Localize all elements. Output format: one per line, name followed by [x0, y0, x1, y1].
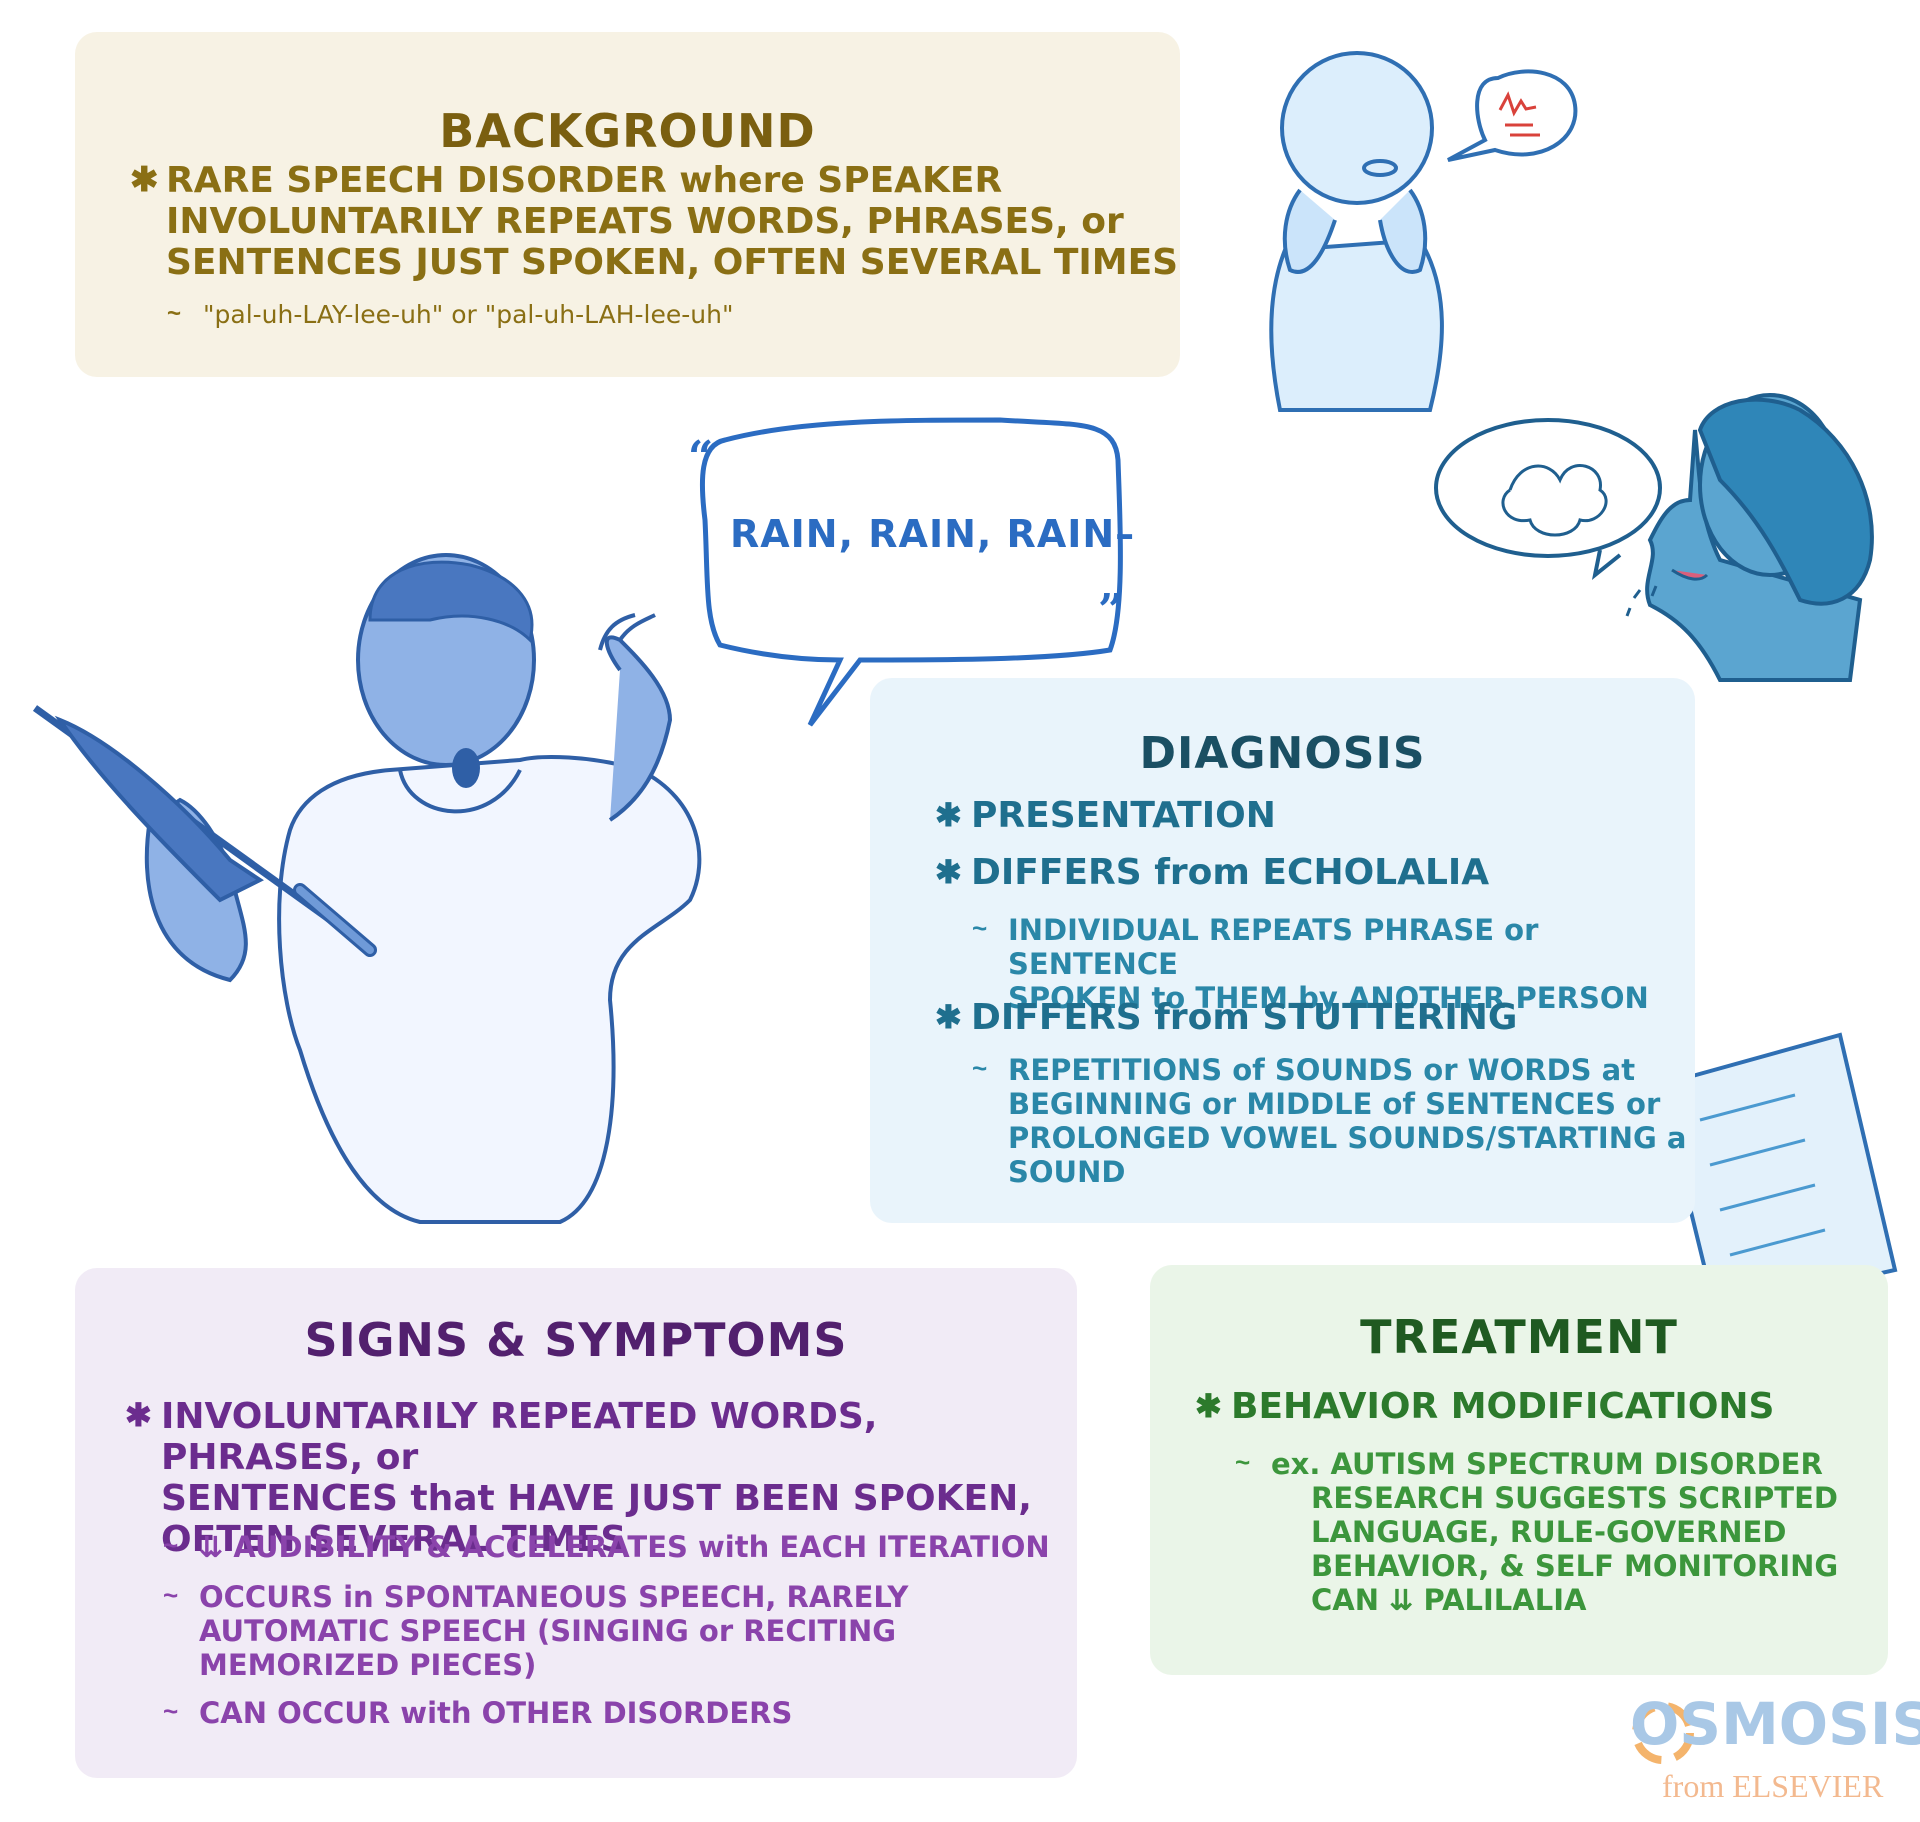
- signs-subitem-line: OCCURS in SPONTANEOUS SPEECH, RARELY: [199, 1580, 909, 1614]
- diagnosis-subitem-line: SPOKEN to THEM by ANOTHER PERSON: [1008, 981, 1649, 1015]
- tilde-icon: ~: [163, 1696, 179, 1726]
- treatment-title: TREATMENT: [1360, 1310, 1678, 1364]
- treatment-panel: TREATMENT ✱ BEHAVIOR MODIFICATIONS ~ ex.…: [1150, 1265, 1888, 1675]
- asterisk-icon: ✱: [125, 1397, 152, 1433]
- asterisk-icon: ✱: [935, 797, 962, 833]
- diagnosis-subitem-line: REPETITIONS of SOUNDS or WORDS at: [1008, 1053, 1636, 1087]
- tilde-icon: ~: [163, 1530, 179, 1560]
- osmosis-logo-ring-icon: [1632, 1702, 1694, 1764]
- signs-title: SIGNS & SYMPTOMS: [304, 1313, 848, 1367]
- tilde-icon: ~: [163, 1580, 179, 1610]
- asterisk-icon: ✱: [130, 161, 159, 199]
- asterisk-icon: ✱: [1195, 1388, 1222, 1424]
- signs-item-line: SENTENCES that HAVE JUST BEEN SPOKEN,: [161, 1478, 1032, 1519]
- speech-bubble-icon: [1447, 69, 1578, 162]
- tilde-icon: ~: [972, 1053, 988, 1083]
- diagnosis-item: ✱ PRESENTATION: [935, 796, 1276, 836]
- treatment-subitem-line: RESEARCH SUGGESTS SCRIPTED: [1311, 1481, 1838, 1515]
- signs-subitem: ~ CAN OCCUR with OTHER DISORDERS: [163, 1696, 792, 1730]
- diagnosis-item-text: DIFFERS from STUTTERING: [971, 997, 1518, 1038]
- signs-subitem: ~ ⇊ AUDIBILITY & ACCELERATES with EACH I…: [163, 1530, 1050, 1564]
- diagnosis-subitem-line: INDIVIDUAL REPEATS PHRASE or SENTENCE: [1008, 913, 1539, 981]
- osmosis-logo[interactable]: OSMOSIS from ELSEVIER: [1630, 1690, 1920, 1815]
- diagnosis-subitem-line: PROLONGED VOWEL SOUNDS/STARTING a: [1008, 1121, 1687, 1155]
- treatment-subitem-line: ex. AUTISM SPECTRUM DISORDER: [1271, 1447, 1823, 1481]
- signs-item: ✱ INVOLUNTARILY REPEATED WORDS, PHRASES,…: [125, 1396, 1077, 1560]
- background-point: ✱ RARE SPEECH DISORDER where SPEAKER INV…: [130, 160, 1178, 283]
- document-icon: [1657, 1032, 1898, 1313]
- boy-profile-illustration: [1645, 393, 1874, 682]
- background-title: BACKGROUND: [439, 104, 816, 158]
- pronunciation-text: "pal-uh-LAY-lee-uh" or "pal-uh-LAH-lee-u…: [203, 300, 734, 329]
- man-with-umbrella-illustration: [32, 553, 702, 1224]
- close-quote-mark: ”: [1098, 585, 1124, 636]
- treatment-subitem: ~ ex. AUTISM SPECTRUM DISORDER RESEARCH …: [1235, 1447, 1838, 1617]
- background-line: INVOLUNTARILY REPEATS WORDS, PHRASES, or: [166, 201, 1124, 242]
- diagnosis-item: ✱ DIFFERS from STUTTERING: [935, 998, 1517, 1038]
- scribble-thought-icon: [1434, 418, 1662, 617]
- treatment-subitem-line: CAN ⇊ PALILALIA: [1311, 1583, 1587, 1617]
- diagnosis-subitem: ~ REPETITIONS of SOUNDS or WORDS at BEGI…: [972, 1053, 1686, 1189]
- signs-subitem-line: ⇊ AUDIBILITY & ACCELERATES with EACH ITE…: [199, 1530, 1050, 1564]
- treatment-item: ✱ BEHAVIOR MODIFICATIONS: [1195, 1387, 1774, 1427]
- treatment-subitem-line: LANGUAGE, RULE-GOVERNED: [1311, 1515, 1787, 1549]
- signs-subitem: ~ OCCURS in SPONTANEOUS SPEECH, RARELY A…: [163, 1580, 908, 1682]
- tilde-icon: ~: [972, 913, 988, 943]
- signs-subitem-line: AUTOMATIC SPEECH (SINGING or RECITING: [199, 1614, 897, 1648]
- signs-subitem-line: MEMORIZED PIECES): [199, 1648, 537, 1682]
- diagnosis-subitem-line: BEGINNING or MIDDLE of SENTENCES or: [1008, 1087, 1661, 1121]
- diagnosis-panel: DIAGNOSIS ✱ PRESENTATION ✱ DIFFERS from …: [870, 678, 1695, 1223]
- asterisk-icon: ✱: [935, 999, 962, 1035]
- treatment-item-text: BEHAVIOR MODIFICATIONS: [1231, 1386, 1775, 1427]
- diagnosis-item: ✱ DIFFERS from ECHOLALIA: [935, 853, 1489, 893]
- anxious-figure-illustration: [1269, 51, 1444, 412]
- pronunciation-row: ~ "pal-uh-LAY-lee-uh" or "pal-uh-LAH-lee…: [167, 300, 733, 329]
- logo-wordmark: OSMOSIS: [1630, 1690, 1920, 1758]
- background-panel: BACKGROUND ✱ RARE SPEECH DISORDER where …: [75, 32, 1180, 377]
- signs-item-line: INVOLUNTARILY REPEATED WORDS, PHRASES, o…: [161, 1396, 878, 1478]
- signs-subitem-line: CAN OCCUR with OTHER DISORDERS: [199, 1696, 793, 1730]
- quote-bubble-icon: [699, 417, 1123, 727]
- tilde-icon: ~: [167, 300, 182, 327]
- background-line: SENTENCES JUST SPOKEN, OFTEN SEVERAL TIM…: [166, 242, 1179, 283]
- open-quote-mark: “: [688, 432, 714, 483]
- diagnosis-subitem: ~ INDIVIDUAL REPEATS PHRASE or SENTENCE …: [972, 913, 1695, 1015]
- signs-symptoms-panel: SIGNS & SYMPTOMS ✱ INVOLUNTARILY REPEATE…: [75, 1268, 1077, 1778]
- treatment-subitem-line: BEHAVIOR, & SELF MONITORING: [1311, 1549, 1839, 1583]
- diagnosis-item-text: DIFFERS from ECHOLALIA: [971, 852, 1490, 893]
- diagnosis-item-text: PRESENTATION: [971, 795, 1276, 836]
- logo-subtitle: from ELSEVIER: [1662, 1768, 1884, 1804]
- speech-bubble-text: RAIN, RAIN, RAIN–: [730, 512, 1136, 556]
- diagnosis-subitem-line: SOUND: [1008, 1155, 1126, 1189]
- background-line: RARE SPEECH DISORDER where SPEAKER: [166, 160, 1003, 201]
- signs-item-line: OFTEN SEVERAL TIMES: [161, 1519, 627, 1560]
- diagnosis-title: DIAGNOSIS: [1139, 728, 1426, 779]
- asterisk-icon: ✱: [935, 854, 962, 890]
- tilde-icon: ~: [1235, 1447, 1251, 1477]
